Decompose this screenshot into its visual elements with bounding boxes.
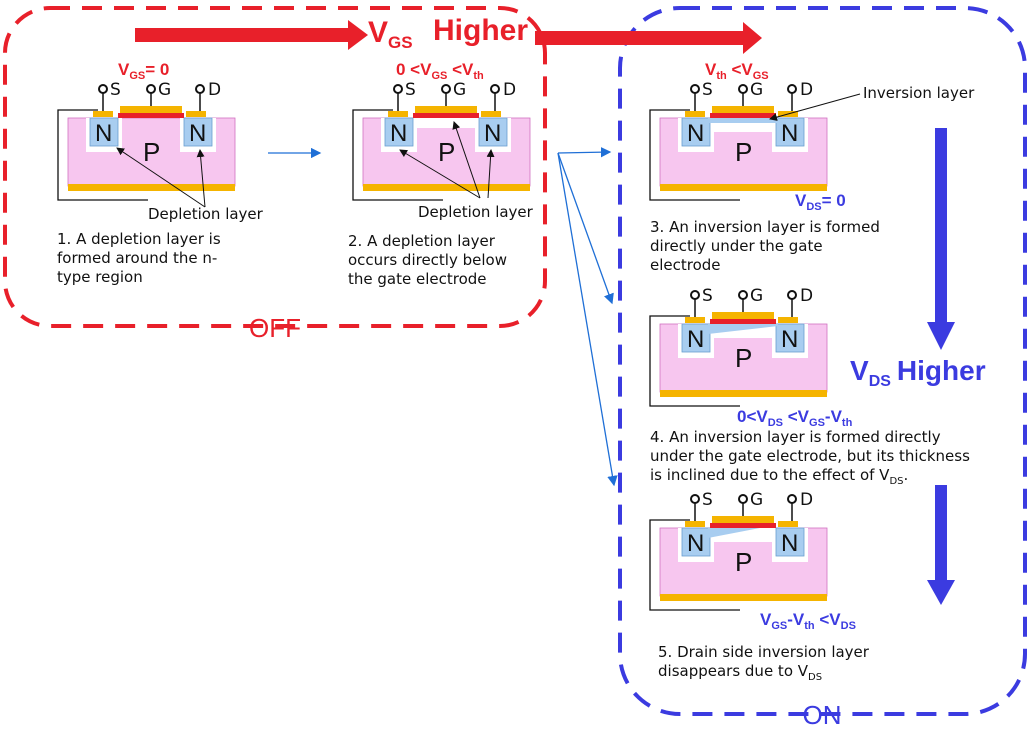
stage-3-condition: VDS= 0 bbox=[795, 191, 846, 213]
svg-text:N: N bbox=[687, 120, 704, 147]
device-stage-3: S G D N N P bbox=[649, 80, 828, 201]
stage-4-caption: 4. An inversion layer is formed directly… bbox=[650, 428, 975, 487]
svg-text:VGS: VGS bbox=[368, 16, 413, 52]
vgs-higher-text: Higher bbox=[433, 14, 528, 47]
vgs-higher-arrow: VGS Higher bbox=[135, 14, 762, 54]
svg-text:S: S bbox=[110, 80, 121, 100]
svg-text:N: N bbox=[687, 326, 704, 353]
svg-text:P: P bbox=[735, 343, 752, 373]
svg-text:D: D bbox=[503, 80, 516, 100]
svg-text:N: N bbox=[484, 120, 501, 147]
stage-3-caption: 3. An inversion layer is formed directly… bbox=[650, 218, 885, 274]
svg-text:N: N bbox=[781, 530, 798, 557]
svg-text:N: N bbox=[390, 120, 407, 147]
svg-text:P: P bbox=[438, 137, 455, 167]
stage-5-condition: VGS-Vth <VDS bbox=[760, 610, 856, 632]
svg-text:P: P bbox=[735, 137, 752, 167]
inversion-pointer bbox=[769, 93, 861, 121]
stage-1-caption: 1. A depletion layer is formed around th… bbox=[57, 230, 225, 286]
depletion-pointers-1 bbox=[116, 147, 206, 208]
on-label: ON bbox=[803, 700, 842, 730]
device-stage-1: S G D N N P bbox=[57, 80, 236, 201]
svg-text:S: S bbox=[405, 80, 416, 100]
device-stage-4: S G D N N P bbox=[649, 286, 828, 407]
stage-1-condition: VGS= 0 bbox=[118, 60, 169, 82]
off-label: OFF bbox=[249, 313, 301, 343]
svg-text:G: G bbox=[750, 286, 763, 306]
depletion-pointers-2 bbox=[399, 121, 495, 199]
stage-4-condition: 0<VDS <VGS-Vth bbox=[737, 407, 853, 429]
stage-2-condition: 0 <VGS <Vth bbox=[396, 60, 484, 82]
device-stage-2: S G D N N P bbox=[352, 80, 531, 201]
svg-text:G: G bbox=[750, 80, 763, 100]
svg-text:N: N bbox=[781, 120, 798, 147]
stage-3-condition-top: Vth <VGS bbox=[705, 60, 769, 82]
svg-text:G: G bbox=[158, 80, 171, 100]
svg-text:P: P bbox=[735, 547, 752, 577]
depletion-label-1: Depletion layer bbox=[148, 205, 264, 223]
svg-text:D: D bbox=[800, 80, 813, 100]
svg-text:N: N bbox=[781, 326, 798, 353]
on-group-border bbox=[618, 6, 1027, 716]
inversion-label: Inversion layer bbox=[863, 84, 975, 102]
svg-text:N: N bbox=[687, 530, 704, 557]
device-stage-5: S G D N N P bbox=[649, 490, 828, 611]
depletion-label-2: Depletion layer bbox=[418, 203, 534, 221]
stage-5-caption: 5. Drain side inversion layer disappears… bbox=[658, 643, 874, 683]
svg-text:S: S bbox=[702, 286, 713, 306]
transition-arrows bbox=[268, 146, 618, 487]
svg-text:G: G bbox=[453, 80, 466, 100]
svg-text:N: N bbox=[189, 120, 206, 147]
svg-text:D: D bbox=[208, 80, 221, 100]
svg-text:S: S bbox=[702, 490, 713, 510]
svg-text:G: G bbox=[750, 490, 763, 510]
off-group-border bbox=[3, 6, 547, 328]
stage-2-caption: 2. A depletion layer occurs directly bel… bbox=[348, 232, 512, 288]
svg-text:N: N bbox=[95, 120, 112, 147]
svg-text:S: S bbox=[702, 80, 713, 100]
svg-text:D: D bbox=[800, 286, 813, 306]
svg-text:P: P bbox=[143, 137, 160, 167]
svg-text:D: D bbox=[800, 490, 813, 510]
